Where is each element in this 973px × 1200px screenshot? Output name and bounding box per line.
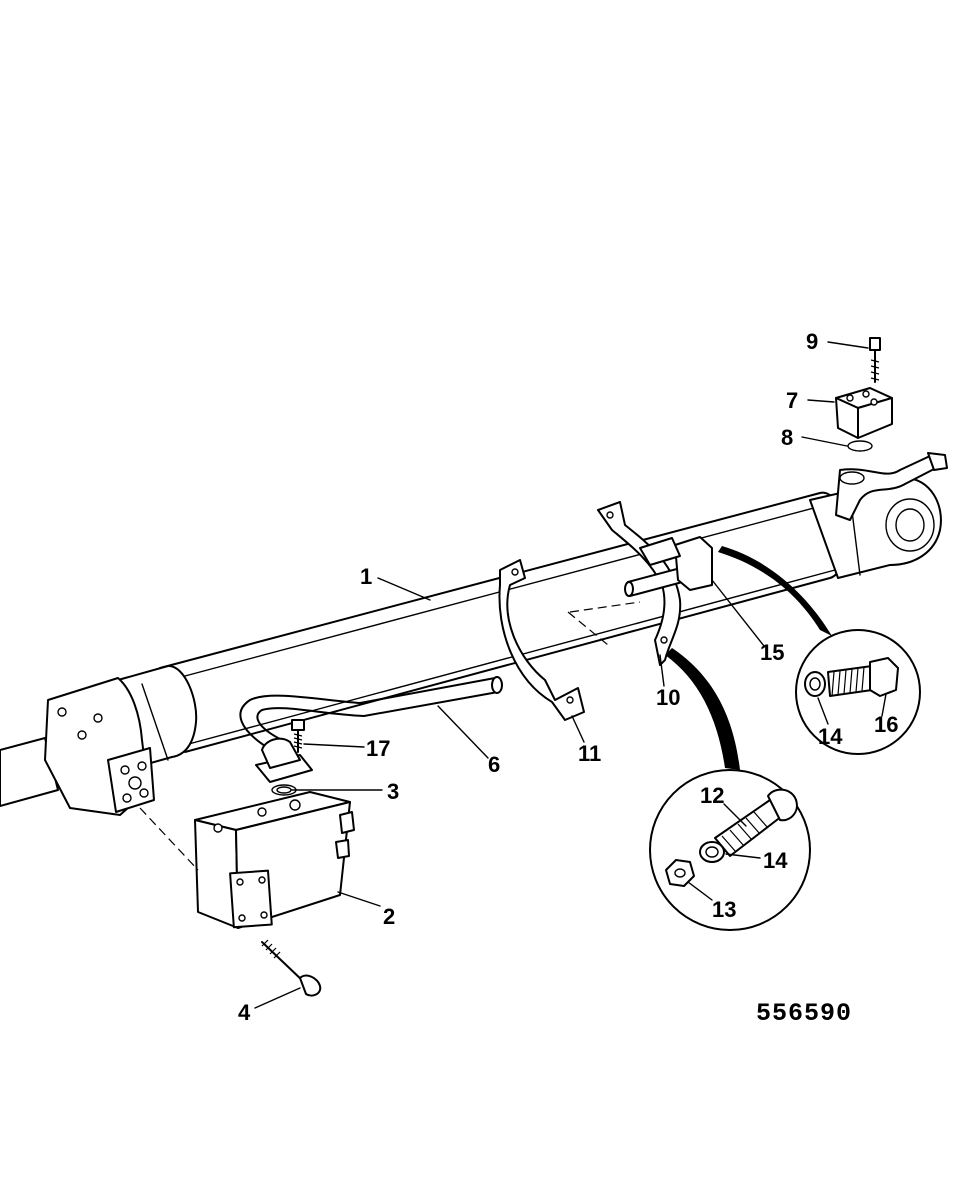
callout-10: 10	[656, 685, 680, 710]
callout-16: 16	[874, 712, 898, 737]
callout-8: 8	[781, 425, 793, 450]
pipe-and-clamp-block-15	[624, 536, 713, 597]
valve-block	[194, 791, 355, 929]
hydraulic-hose	[239, 676, 503, 749]
callout-9: 9	[806, 329, 818, 354]
screw-9	[869, 337, 881, 383]
cap-screw-17	[291, 719, 305, 753]
hydraulic-cylinder-barrel	[0, 491, 850, 816]
leader-lines	[254, 341, 887, 1009]
o-ring-8	[847, 440, 873, 452]
callout-4: 4	[238, 1000, 251, 1025]
drawing-number: 556590	[756, 999, 852, 1028]
callout-11: 11	[578, 741, 601, 766]
clamp-11	[498, 559, 585, 721]
callout-2: 2	[383, 904, 395, 929]
callout-1: 1	[360, 564, 372, 589]
elbow-flange	[255, 737, 313, 796]
callout-13: 13	[712, 897, 736, 922]
callout-15: 15	[760, 640, 784, 665]
callout-17: 17	[366, 736, 390, 761]
block-7	[835, 387, 893, 439]
callout-14-lower: 14	[763, 848, 788, 873]
callout-7: 7	[786, 388, 798, 413]
callout-6: 6	[488, 752, 500, 777]
long-screw-4	[261, 939, 322, 997]
callout-3: 3	[387, 779, 399, 804]
rear-pipe	[835, 452, 948, 521]
assembly-line-clamp	[567, 601, 641, 646]
callout-14-upper: 14	[818, 724, 843, 749]
assembly-line-block	[139, 807, 199, 871]
callout-12: 12	[700, 783, 724, 808]
detail-circle-lower	[649, 648, 811, 931]
